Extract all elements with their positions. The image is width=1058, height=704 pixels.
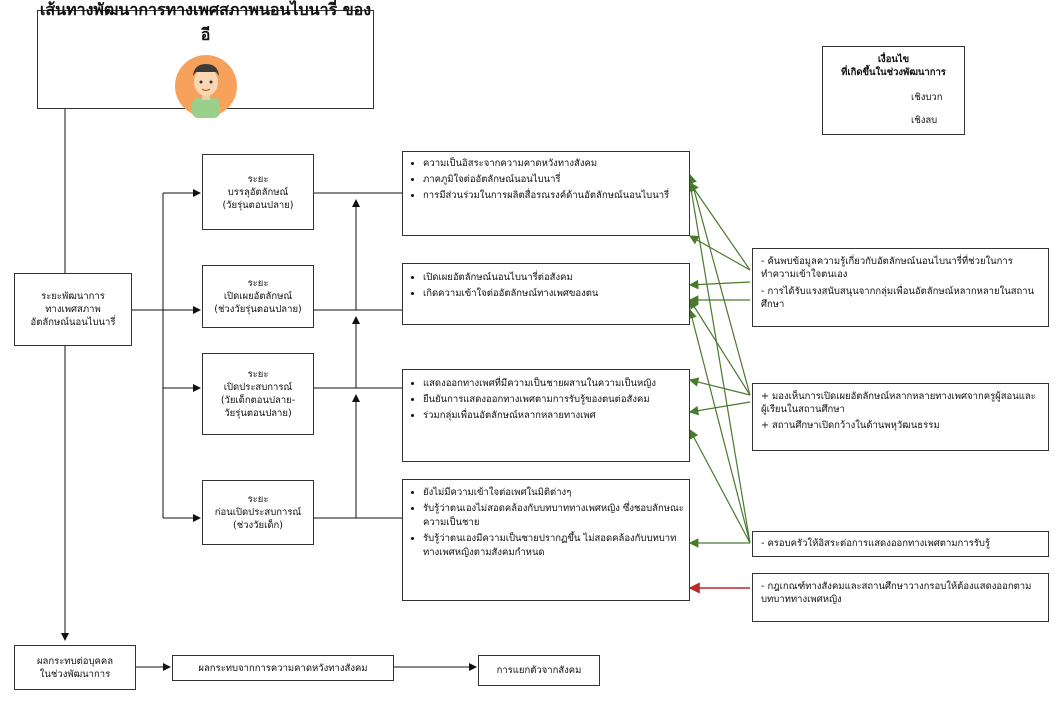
effect-box: ผลกระทบต่อบุคคล ในช่วงพัฒนาการ	[14, 645, 136, 690]
condition-box-2: + มองเห็นการเปิดเผยอัตลักษณ์หลากหลายทางเ…	[752, 383, 1049, 451]
list-item: รับรู้ว่าตนเองมีความเป็นชายปรากฏขึ้น ไม่…	[423, 532, 685, 560]
avatar	[174, 54, 238, 122]
condition-box-4: - กฎเกณฑ์ทางสังคมและสถานศึกษาวางกรอบให้ต…	[752, 573, 1049, 622]
legend-heading-1: เงื่อนไข	[877, 54, 910, 65]
result-box: การแยกตัวจากสังคม	[478, 655, 600, 686]
stage-3-items: แสดงออกทางเพศที่มีความเป็นชายผสานในความเ…	[402, 369, 690, 462]
condition-text: - การได้รับแรงสนับสนุนจากกลุ่มเพื่อนอัตล…	[761, 286, 1035, 310]
list-item: ภาคภูมิใจต่ออัตลักษณ์นอนไบนารี่	[423, 173, 685, 187]
stage-4-items: ยังไม่มีความเข้าใจต่อเพศในมิติต่างๆ รับร…	[402, 479, 690, 601]
stage-2-label-3: (ช่วงวัยรุ่นตอนปลาย)	[214, 304, 302, 315]
list-item: ความเป็นอิสระจากความคาดหวังทางสังคม	[423, 157, 685, 171]
stage-box-pre-exploration: ระยะ ก่อนเปิดประสบการณ์ (ช่วงวัยเด็ก)	[202, 480, 314, 545]
stage-4-label-1: ระยะ	[247, 494, 269, 505]
condition-box-1: - ค้นพบข้อมูลความรู้เกี่ยวกับอัตลักษณ์นอ…	[752, 248, 1049, 327]
stage-box-disclosure: ระยะ เปิดเผยอัตลักษณ์ (ช่วงวัยรุ่นตอนปลา…	[202, 265, 314, 328]
condition-text: - กฎเกณฑ์ทางสังคมและสถานศึกษาวางกรอบให้ต…	[761, 581, 1032, 605]
stage-1-label-2: บรรลุอัตลักษณ์	[227, 186, 289, 198]
list-item: การมีส่วนร่วมในการผลิตสื่อรณรงค์ด้านอัตล…	[423, 189, 685, 203]
stage-3-label-4: วัยรุ่นตอนปลาย)	[224, 408, 292, 419]
condition-text: + สถานศึกษาเปิดกว้างในด้านพหุวัฒนธรรม	[761, 420, 940, 431]
stage-1-label-1: ระยะ	[247, 173, 269, 185]
list-item: ยังไม่มีความเข้าใจต่อเพศในมิติต่างๆ	[423, 486, 685, 500]
list-item: เกิดความเข้าใจต่ออัตลักษณ์ทางเพศของตน	[423, 287, 685, 301]
stage-4-label-2: ก่อนเปิดประสบการณ์	[214, 507, 302, 518]
stage-2-label-1: ระยะ	[247, 278, 269, 289]
root-line-1: ระยะพัฒนาการ	[41, 291, 105, 302]
stage-2-label-2: เปิดเผยอัตลักษณ์	[223, 291, 293, 302]
impact-box: ผลกระทบจากการความคาดหวังทางสังคม	[172, 655, 394, 681]
legend-negative-label: เชิงลบ	[911, 115, 938, 126]
stage-box-achievement: ระยะ บรรลุอัตลักษณ์ (วัยรุ่นตอนปลาย)	[202, 154, 314, 230]
page-title: เส้นทางพัฒนาการทางเพศสภาพนอนไบนารี่ ของ …	[39, 0, 372, 44]
stage-2-items: เปิดเผยอัตลักษณ์นอนไบนารี่ต่อสังคม เกิดค…	[402, 263, 690, 325]
condition-text: - ครอบครัวให้อิสระต่อการแสดงออกทางเพศตาม…	[761, 538, 990, 549]
legend-box: เงื่อนไข ที่เกิดขึ้นในช่วงพัฒนาการ เชิงบ…	[822, 46, 965, 135]
stage-1-label-3: (วัยรุ่นตอนปลาย)	[222, 199, 294, 211]
effect-line-2: ในช่วงพัฒนาการ	[39, 668, 111, 680]
list-item: แสดงออกทางเพศที่มีความเป็นชายผสานในความเ…	[423, 377, 685, 391]
list-item: ร่วมกลุ่มเพื่อนอัตลักษณ์หลากหลายทางเพศ	[423, 409, 685, 423]
legend-heading-2: ที่เกิดขึ้นในช่วงพัฒนาการ	[841, 67, 946, 78]
condition-text: + มองเห็นการเปิดเผยอัตลักษณ์หลากหลายทางเ…	[761, 391, 1036, 415]
legend-positive-label: เชิงบวก	[911, 92, 943, 103]
effect-line-1: ผลกระทบต่อบุคคล	[36, 655, 114, 667]
stage-1-items: ความเป็นอิสระจากความคาดหวังทางสังคม ภาคภ…	[402, 151, 690, 236]
list-item: รับรู้ว่าตนเองไม่สอดคล้องกับบทบาททางเพศห…	[423, 502, 685, 530]
list-item: ยืนยันการแสดงออกทางเพศตามการรับรู้ของตนต…	[423, 393, 685, 407]
stage-box-exploration: ระยะ เปิดประสบการณ์ (วัยเด็กตอนปลาย- วัย…	[202, 353, 314, 435]
condition-box-3: - ครอบครัวให้อิสระต่อการแสดงออกทางเพศตาม…	[752, 531, 1049, 557]
root-line-3: อัตลักษณ์นอนไบนารี่	[30, 317, 116, 328]
stage-4-label-3: (ช่วงวัยเด็ก)	[233, 520, 283, 531]
root-box: ระยะพัฒนาการ ทางเพศสภาพ อัตลักษณ์นอนไบนา…	[14, 273, 132, 346]
result-label: การแยกตัวจากสังคม	[496, 665, 582, 676]
stage-3-label-2: เปิดประสบการณ์	[223, 382, 293, 393]
condition-text: - ค้นพบข้อมูลความรู้เกี่ยวกับอัตลักษณ์นอ…	[761, 256, 1013, 280]
stage-3-label-3: (วัยเด็กตอนปลาย-	[220, 395, 296, 406]
root-line-2: ทางเพศสภาพ	[45, 304, 101, 315]
stage-3-label-1: ระยะ	[247, 369, 269, 380]
list-item: เปิดเผยอัตลักษณ์นอนไบนารี่ต่อสังคม	[423, 271, 685, 285]
impact-label: ผลกระทบจากการความคาดหวังทางสังคม	[198, 662, 368, 674]
title-box: เส้นทางพัฒนาการทางเพศสภาพนอนไบนารี่ ของ …	[37, 0, 374, 118]
